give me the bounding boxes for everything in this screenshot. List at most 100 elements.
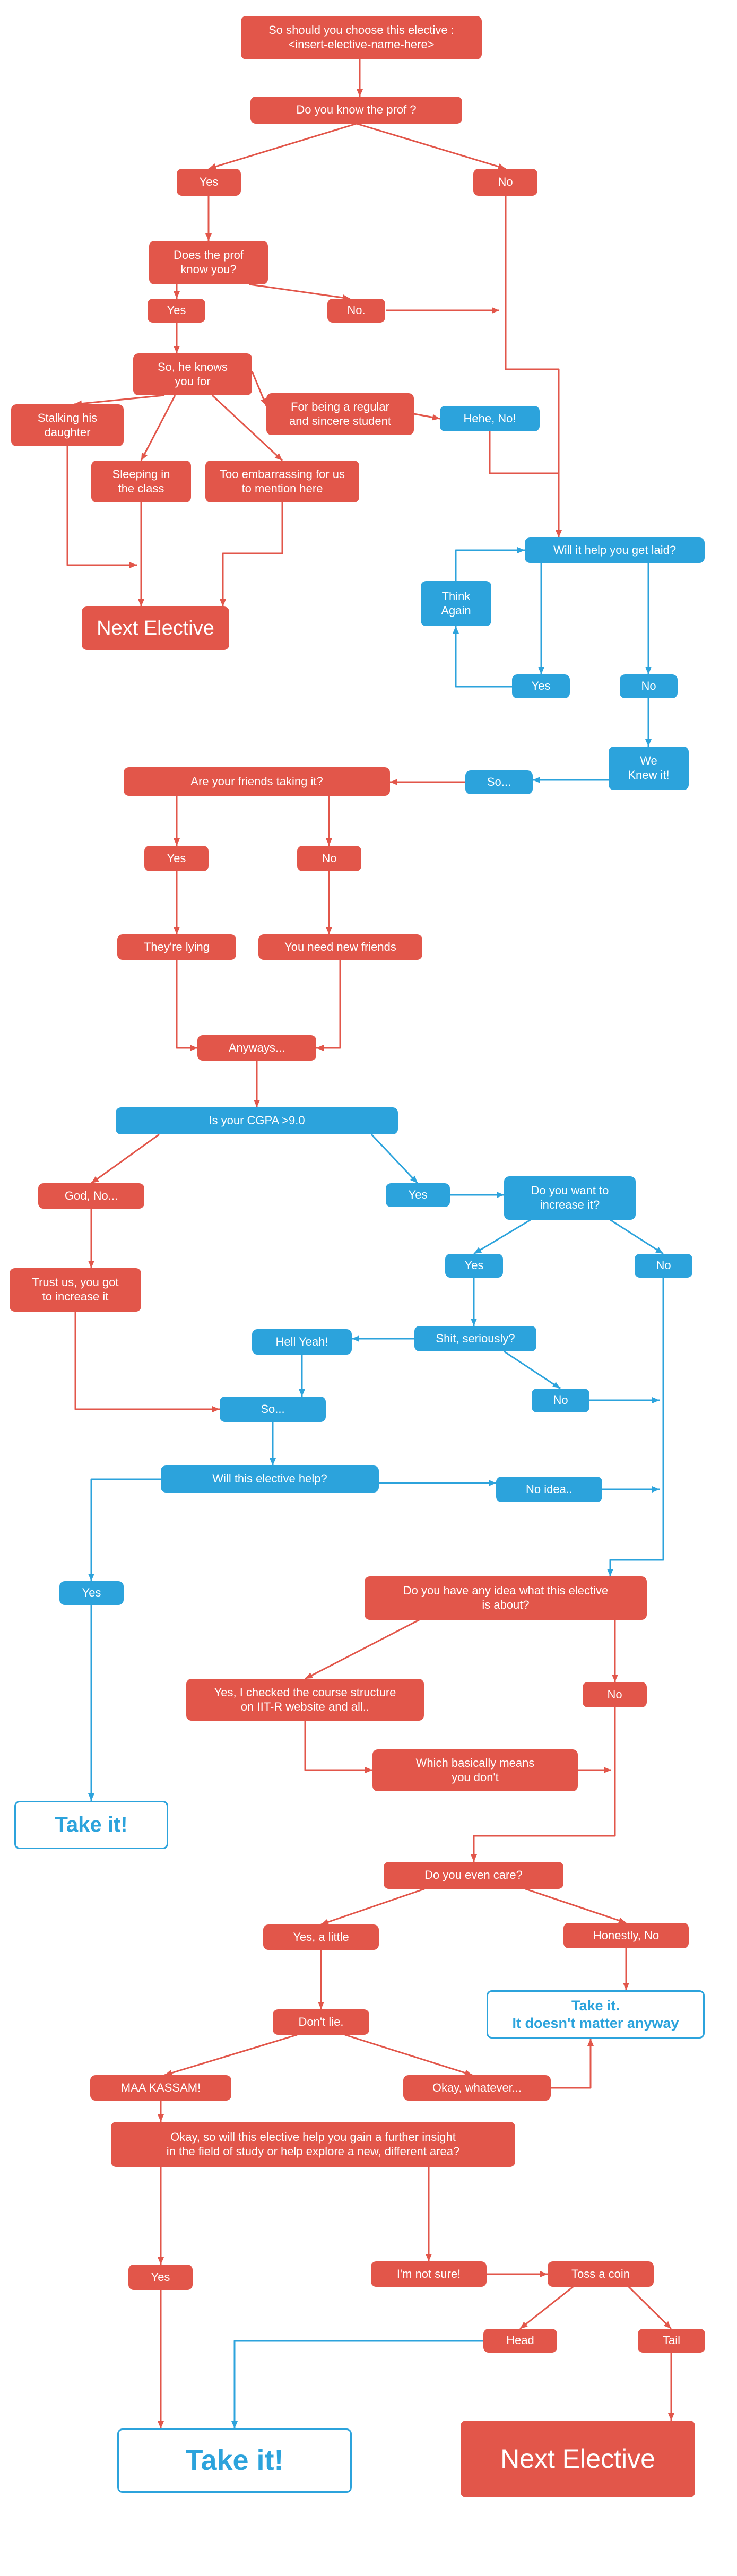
arrowhead-yes-to-takeit xyxy=(158,2421,164,2428)
node-theyre-lying: They're lying xyxy=(117,934,236,960)
node-take-it-final: Take it! xyxy=(117,2428,352,2493)
arrowhead-dontlie-to-maa xyxy=(164,2070,173,2076)
node-help-yes: Yes xyxy=(59,1581,124,1605)
edge-cgpa-to-godno xyxy=(91,1133,160,1184)
arrowhead-care-to-honestly xyxy=(618,1917,626,1924)
arrowhead-friends-to-no xyxy=(326,838,332,846)
node-regular-student: For being a regular and sincere student xyxy=(266,393,414,435)
node-laid-no: No xyxy=(620,674,678,698)
arrowhead-toss-to-tail xyxy=(663,2321,671,2329)
edge-anyidea-to-checked xyxy=(305,1619,420,1680)
node-cgpa: Is your CGPA >9.0 xyxy=(116,1107,398,1134)
arrowhead-title-to-knowprof xyxy=(357,89,363,97)
arrowhead-care-to-yeslittle xyxy=(321,1919,330,1926)
node-so-2: So... xyxy=(220,1397,326,1422)
arrowhead-friends-to-yes xyxy=(174,838,180,846)
node-take-it-anyway: Take it. It doesn't matter anyway xyxy=(487,1990,705,2039)
arrowhead-sleeping-to-nextelective xyxy=(138,599,144,606)
arrowhead-notsure-to-toss xyxy=(540,2271,548,2277)
arrowhead-honestly-to-takeanyway xyxy=(623,1983,629,1990)
edge-embarrassing-to-nextelective xyxy=(222,502,283,606)
node-insight-yes: Yes xyxy=(128,2265,193,2290)
edge-profknow-to-no xyxy=(249,283,351,300)
arrowhead-help-to-yes xyxy=(88,1574,94,1581)
arrowhead-whatever-to-takeanyway xyxy=(587,2039,594,2046)
edge-checked-to-basically xyxy=(304,1721,372,1771)
node-maa-kassam: MAA KASSAM! xyxy=(90,2075,231,2101)
edge-thinkagain-to-getlaid xyxy=(455,549,525,581)
edge-knowsfor-to-embarrassing xyxy=(211,394,283,462)
arrowhead-yes-to-shit xyxy=(471,1319,477,1326)
node-increase-it: Do you want to increase it? xyxy=(504,1176,636,1220)
arrowhead-no-to-getlaid xyxy=(556,530,562,537)
edge-dontlie-to-maa xyxy=(164,2034,298,2076)
node-tail: Tail xyxy=(638,2329,705,2353)
arrowhead-embarrassing-to-nextelective xyxy=(220,599,226,606)
arrowhead-anyidea-to-checked xyxy=(305,1672,314,1679)
arrowhead-yes-to-lying xyxy=(174,927,180,934)
arrowhead-knowsfor-to-embarrassing xyxy=(274,453,282,461)
edge-laidyes-to-thinkagain xyxy=(455,626,512,688)
node-elective-help: Will this elective help? xyxy=(161,1465,379,1493)
node-prof-know-no: No. xyxy=(327,299,385,323)
arrowhead-no-to-care xyxy=(471,1854,477,1862)
node-get-laid: Will it help you get laid? xyxy=(525,537,705,563)
arrowhead-getlaid-to-no xyxy=(645,667,652,674)
arrowhead-profknow-to-yes xyxy=(174,291,180,299)
node-dont-lie: Don't lie. xyxy=(273,2009,369,2035)
arrowhead-increase-to-yes xyxy=(474,1247,482,1254)
arrowhead-knowsfor-to-sleeping xyxy=(141,452,148,461)
node-toss-coin: Toss a coin xyxy=(548,2261,654,2287)
edge-newfriends-to-anyways xyxy=(316,960,341,1049)
node-checked-course: Yes, I checked the course structure on I… xyxy=(186,1679,424,1721)
node-basically-means: Which basically means you don't xyxy=(372,1749,578,1791)
node-know-prof-yes: Yes xyxy=(177,169,241,196)
node-idea-no: No xyxy=(583,1682,647,1707)
arrowhead-stalking-to-nextelective xyxy=(129,562,137,568)
node-stalking: Stalking his daughter xyxy=(11,404,124,446)
edge-stalking-to-nextelective xyxy=(66,446,137,566)
node-okay-whatever: Okay, whatever... xyxy=(403,2075,551,2101)
node-so-1: So... xyxy=(465,770,533,794)
arrowhead-shit-to-hellyeah xyxy=(352,1335,359,1342)
edge-no-to-getlaid xyxy=(505,196,560,537)
arrowhead-shit-to-no xyxy=(552,1382,560,1389)
edge-lying-to-anyways xyxy=(176,960,197,1049)
arrowhead-help-to-noidea xyxy=(489,1480,496,1486)
node-seriously-no: No xyxy=(532,1389,589,1412)
node-honestly-no: Honestly, No xyxy=(563,1923,689,1948)
edge-toss-to-head xyxy=(519,2286,574,2330)
arrowhead-yes-to-profknow xyxy=(205,233,212,241)
arrowhead-newfriends-to-anyways xyxy=(316,1045,324,1051)
arrowhead-basically-to-line xyxy=(604,1767,611,1773)
node-increase-no: No xyxy=(635,1254,692,1278)
arrowhead-maa-to-question xyxy=(158,2114,164,2122)
arrowhead-cgpa-to-godno xyxy=(91,1176,99,1183)
node-friends-yes: Yes xyxy=(144,846,209,871)
arrowhead-noperiod-to-junction xyxy=(492,307,499,314)
node-insight-question: Okay, so will this elective help you gai… xyxy=(111,2122,515,2167)
arrowhead-tail-to-nextelective xyxy=(668,2413,674,2421)
arrowhead-toss-to-head xyxy=(520,2321,528,2329)
arrowhead-anyways-to-cgpa xyxy=(254,1100,260,1107)
edge-dontlie-to-whatever xyxy=(344,2034,473,2076)
arrowhead-yes-to-knowsfor xyxy=(174,346,180,353)
arrowhead-no-to-newfriends xyxy=(326,927,332,934)
arrowhead-thinkagain-to-getlaid xyxy=(517,547,525,553)
edge-whatever-to-takeanyway xyxy=(551,2039,592,2089)
node-know-prof: Do you know the prof ? xyxy=(250,97,462,124)
node-sleeping: Sleeping in the class xyxy=(91,461,191,502)
arrowhead-trustus-to-so xyxy=(212,1406,220,1412)
node-next-elective-1: Next Elective xyxy=(82,606,229,650)
node-even-care: Do you even care? xyxy=(384,1862,563,1889)
node-increase-yes: Yes xyxy=(445,1254,503,1278)
node-any-idea: Do you have any idea what this elective … xyxy=(365,1576,647,1620)
edge-trustus-to-so xyxy=(74,1312,220,1410)
edge-knowsfor-to-sleeping xyxy=(140,395,176,461)
node-title: So should you choose this elective : <in… xyxy=(241,16,482,59)
edge-knowprof-to-yes xyxy=(208,123,357,170)
arrowhead-yeslittle-to-dontlie xyxy=(318,2002,324,2009)
node-not-sure: I'm not sure! xyxy=(371,2261,487,2287)
